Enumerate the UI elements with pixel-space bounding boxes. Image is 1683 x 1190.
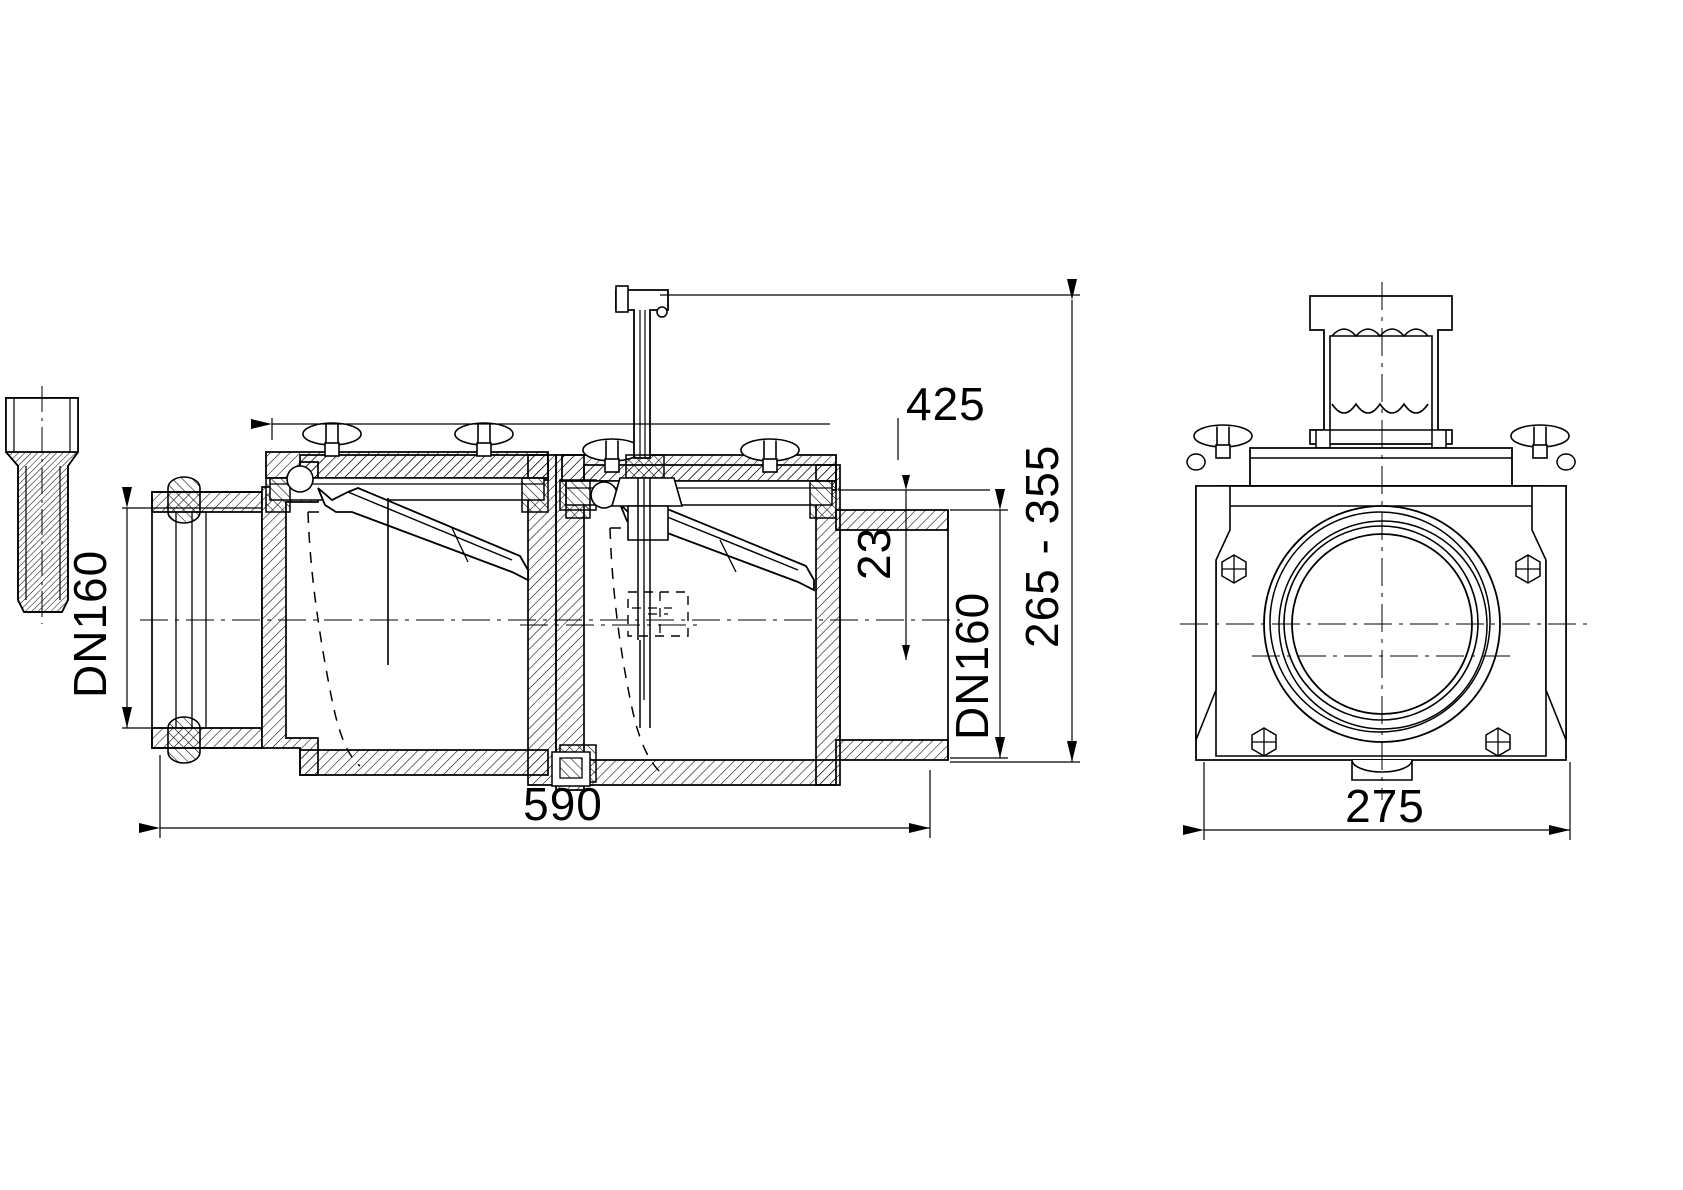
front-knob-right xyxy=(1510,424,1570,459)
cover-knob-one xyxy=(302,422,362,457)
dim-text-23: 23 xyxy=(848,527,900,580)
backwater-flap-two xyxy=(590,481,815,773)
hex-bolt-top-left xyxy=(1221,554,1247,584)
dim-265-355 xyxy=(660,279,1080,763)
hex-bolt-bottom-right xyxy=(1485,727,1511,757)
cover-plate-one xyxy=(265,422,549,513)
dim-275 xyxy=(1183,762,1571,840)
dim-text-425: 425 xyxy=(906,378,986,430)
dim-590 xyxy=(139,755,931,838)
dimension-texts: DN160 590 425 23 DN160 265 - 355 275 xyxy=(64,378,1425,832)
hex-bolt-bottom-left xyxy=(1251,727,1277,757)
dim-text-590: 590 xyxy=(523,778,603,830)
front-knob-left xyxy=(1193,424,1253,459)
detail-cone-part xyxy=(5,386,79,624)
carry-handle xyxy=(1309,295,1453,449)
backwater-flap-one xyxy=(286,465,529,767)
inlet-socket xyxy=(151,476,263,764)
dimension-annotations xyxy=(122,279,1571,840)
dim-text-275: 275 xyxy=(1345,780,1425,832)
actuating-spindle xyxy=(551,285,689,787)
hex-bolt-top-right xyxy=(1515,554,1541,584)
side-section-view xyxy=(140,285,960,791)
dim-text-265-355: 265 - 355 xyxy=(1016,445,1068,648)
dim-23 xyxy=(838,475,990,660)
dim-dn160-left xyxy=(122,487,262,729)
dim-dn160-right xyxy=(950,489,1008,759)
outlet-pipe xyxy=(835,509,949,761)
dim-425 xyxy=(251,418,899,460)
front-view xyxy=(1180,282,1590,800)
dim-text-dn160-left: DN160 xyxy=(64,550,116,698)
cover-knob-two xyxy=(454,422,514,457)
dim-text-dn160-right: DN160 xyxy=(946,592,998,740)
